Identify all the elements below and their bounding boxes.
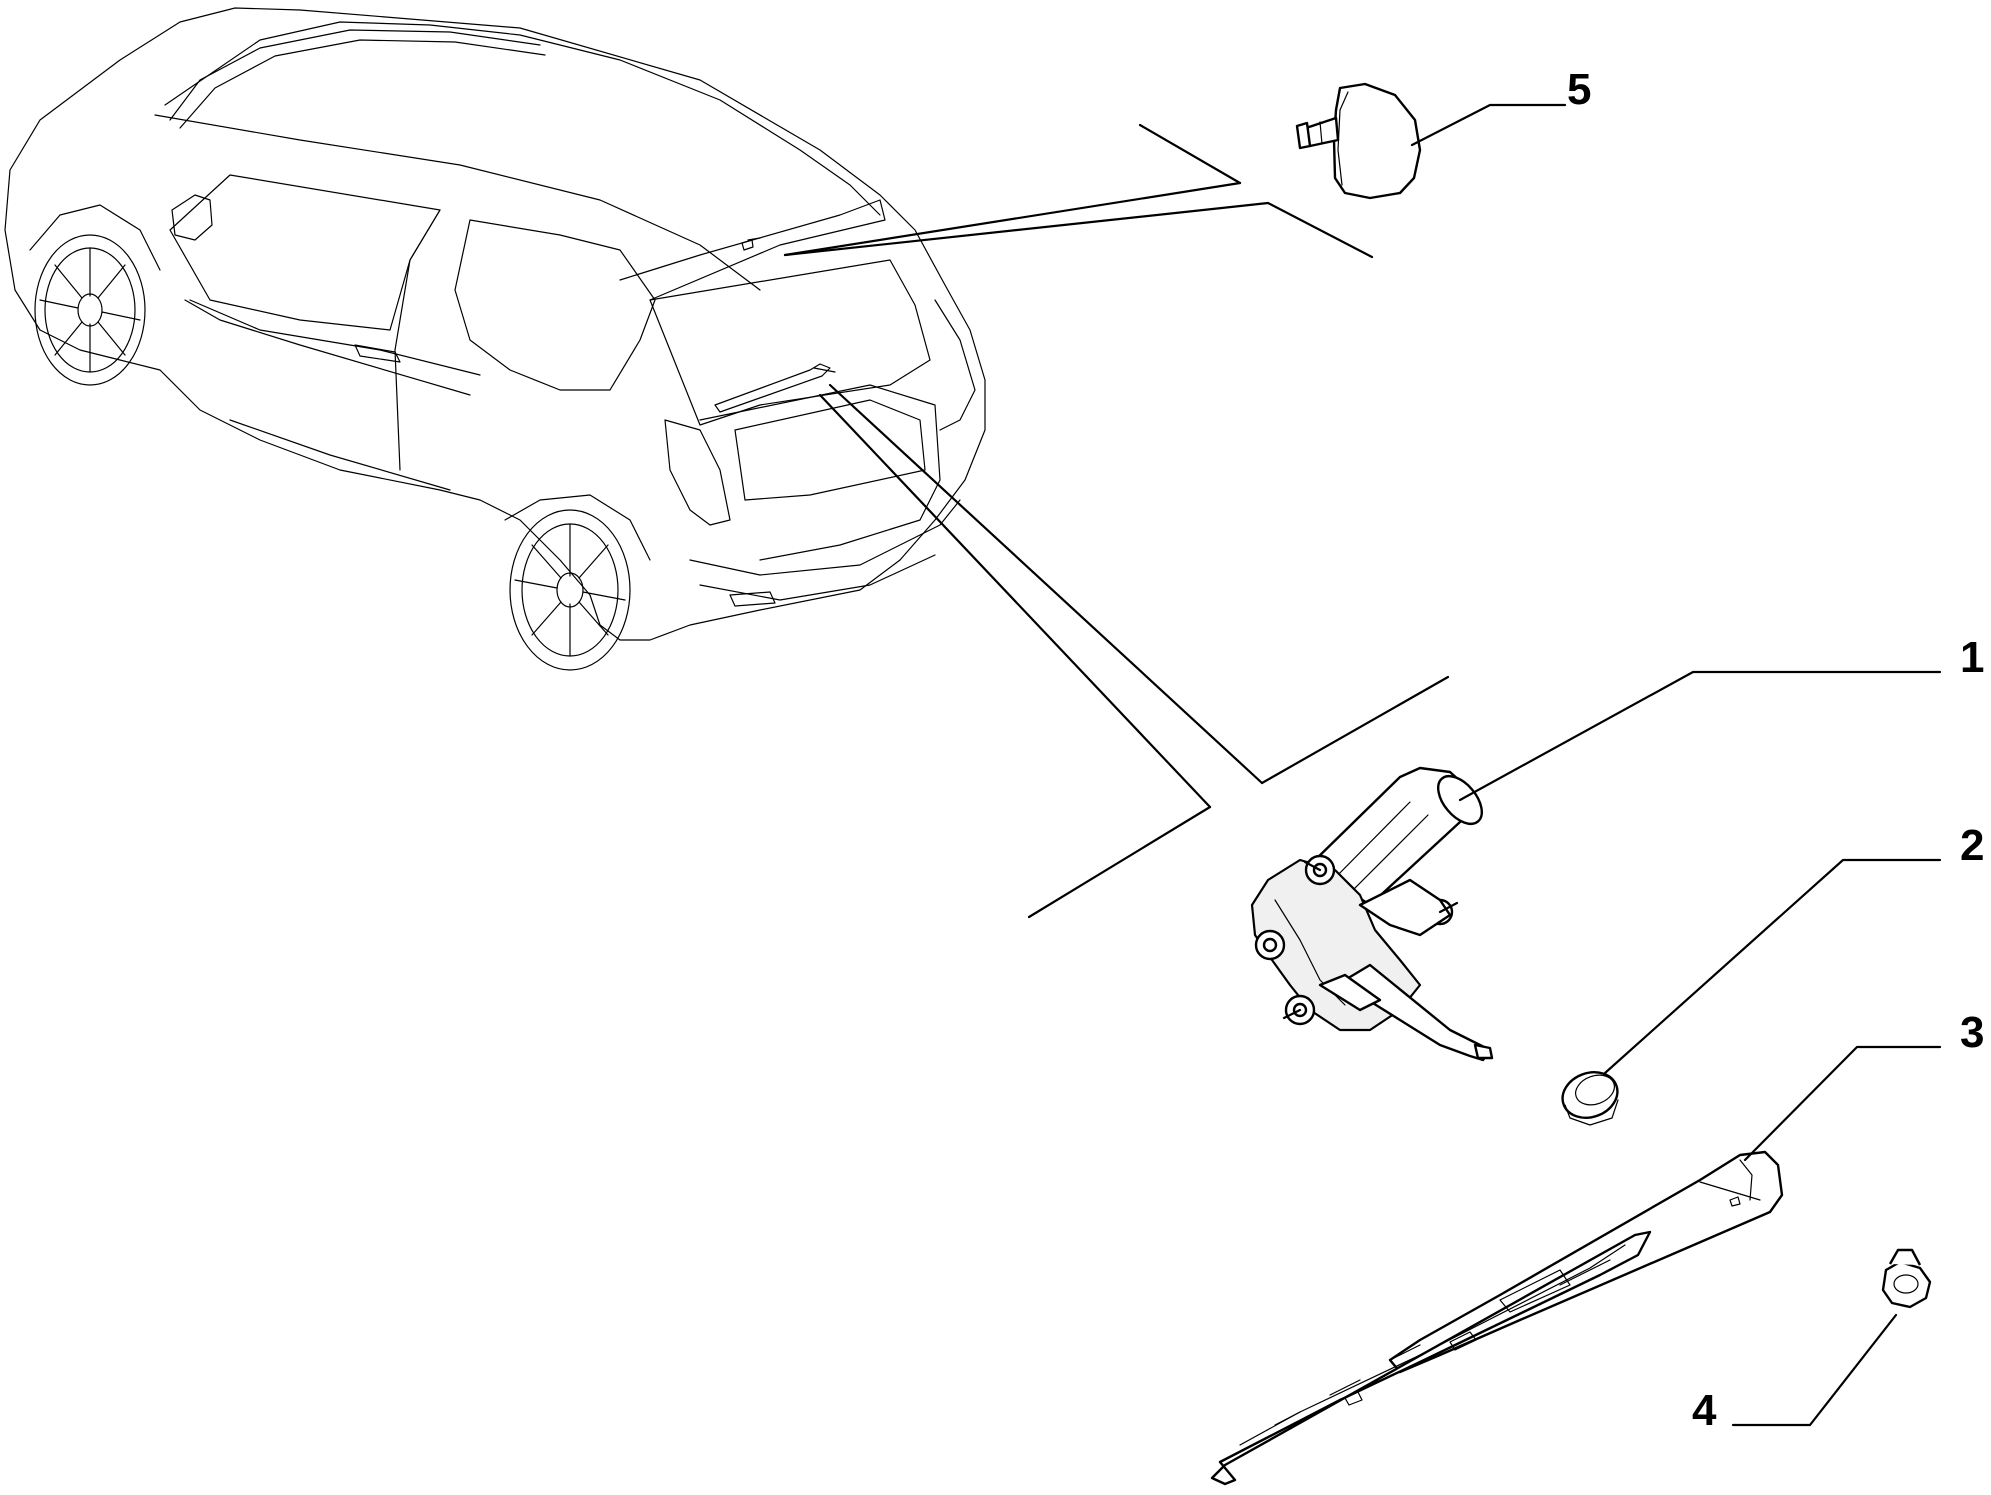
exploded-view-lines — [783, 123, 1450, 919]
cap-part — [1561, 1071, 1619, 1126]
callout-4: 4 — [1692, 1386, 1717, 1435]
car-illustration — [4, 7, 986, 671]
washer-nozzle-part — [1295, 82, 1422, 200]
callout-1: 1 — [1960, 633, 1984, 682]
callout-2: 2 — [1960, 821, 1984, 870]
callout-5: 5 — [1567, 65, 1591, 114]
wiper-arm-part — [1210, 1150, 1784, 1486]
callout-3: 3 — [1960, 1008, 1984, 1057]
callout-numbers: 5 1 2 3 4 — [1567, 65, 1984, 1435]
wiper-motor-part — [1250, 766, 1494, 1062]
callout-leaders — [1410, 103, 1942, 1427]
nut-part — [1881, 1248, 1932, 1309]
